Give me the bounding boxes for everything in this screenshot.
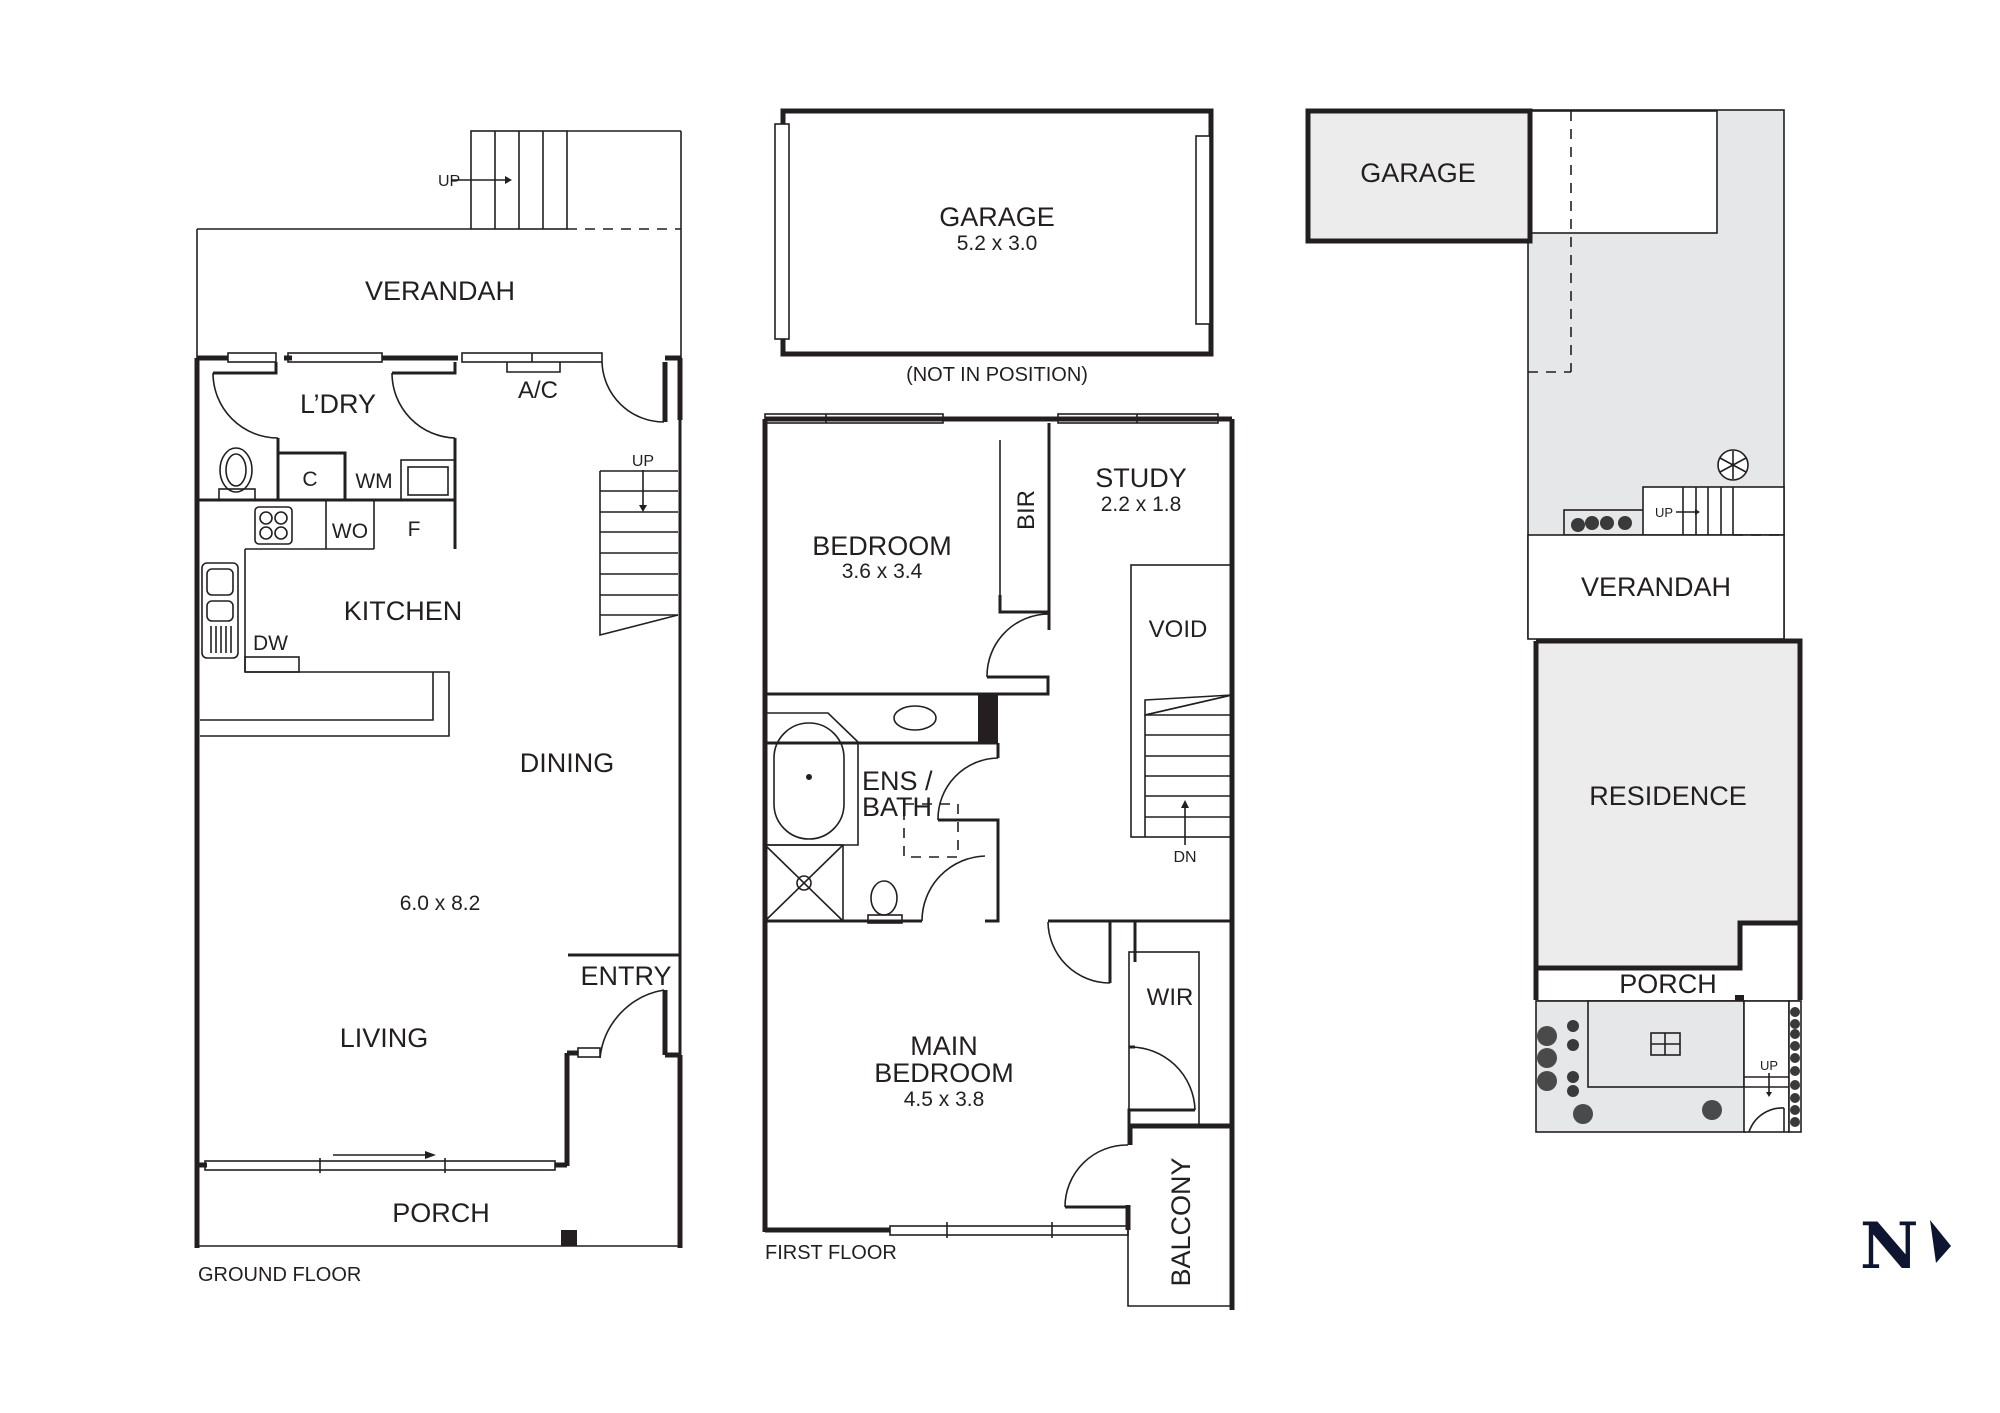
main-bedroom: WIR MAIN BEDROOM 4.5 x 3.8 bbox=[874, 919, 1232, 1209]
ground-floor-caption: GROUND FLOOR bbox=[198, 1264, 361, 1286]
laundry-tub-icon bbox=[400, 459, 456, 501]
cupboard-label: C bbox=[302, 468, 317, 491]
post-icon bbox=[561, 1230, 577, 1246]
main-bedroom-label-line1: MAIN bbox=[910, 1031, 978, 1061]
dining-label: DINING bbox=[520, 748, 615, 778]
ground-porch-label: PORCH bbox=[392, 1198, 490, 1228]
bir-label: BIR bbox=[1013, 490, 1040, 530]
wall-oven-label: WO bbox=[332, 520, 368, 543]
north-arrow: N bbox=[1860, 1209, 1951, 1284]
ground-floor-dims: 6.0 x 8.2 bbox=[400, 892, 481, 915]
residence-label: RESIDENCE bbox=[1589, 781, 1747, 811]
laundry-area: L’DRY C WM bbox=[197, 362, 457, 545]
ensuite-label-line1: ENS / bbox=[862, 766, 933, 796]
ensuite: ENS / BATH bbox=[764, 692, 1000, 924]
sink-icon bbox=[201, 562, 239, 659]
dishwasher-label: DW bbox=[253, 632, 288, 655]
north-arrow-icon bbox=[1930, 1220, 1951, 1263]
rear-stairs: UP bbox=[438, 130, 682, 358]
site-garage-label: GARAGE bbox=[1360, 158, 1476, 188]
bath-icon bbox=[773, 722, 845, 840]
verandah-outline: VERANDAH bbox=[196, 228, 681, 358]
kitchen-area: WO F DW KITCHEN A/C bbox=[200, 361, 668, 737]
internal-stairs-up-label: UP bbox=[632, 453, 654, 470]
first-floor-plan: BIR BEDROOM 3.6 x 3.4 STUDY 2.2 x 1.8 VO… bbox=[762, 413, 1235, 1310]
main-bedroom-label-line2: BEDROOM bbox=[874, 1058, 1014, 1088]
toilet-icon bbox=[219, 447, 253, 493]
entry-door bbox=[577, 989, 665, 1059]
study-label: STUDY bbox=[1095, 463, 1187, 493]
void-label: VOID bbox=[1149, 616, 1208, 643]
air-con-label: A/C bbox=[518, 377, 558, 404]
toilet-icon bbox=[870, 880, 898, 916]
garage-note: (NOT IN POSITION) bbox=[906, 364, 1088, 386]
void-stairwell: VOID DN bbox=[1130, 564, 1233, 866]
first-floor-caption: FIRST FLOOR bbox=[765, 1242, 897, 1264]
balcony: BALCONY bbox=[1127, 1157, 1232, 1307]
stairs-down-label: DN bbox=[1173, 849, 1196, 866]
cabinet-icon bbox=[978, 695, 998, 743]
internal-stairs: UP bbox=[599, 453, 679, 637]
fridge-label: F bbox=[408, 518, 421, 541]
garage-dims: 5.2 x 3.0 bbox=[957, 232, 1038, 255]
site-plan: GARAGE UP VERANDAH RESIDENCE PORCH bbox=[1305, 108, 1951, 1284]
site-rear-up-label: UP bbox=[1655, 505, 1673, 520]
site-front-up-label: UP bbox=[1760, 1058, 1778, 1073]
bedroom-dims: 3.6 x 3.4 bbox=[842, 560, 923, 583]
north-label: N bbox=[1860, 1209, 1919, 1284]
hedge-shrubs bbox=[1790, 1007, 1800, 1127]
laundry-label: L’DRY bbox=[300, 389, 376, 419]
rear-stairs-up-label: UP bbox=[438, 173, 460, 190]
bir-closet: BIR bbox=[998, 423, 1051, 614]
site-verandah-label: VERANDAH bbox=[1581, 572, 1731, 602]
cooktop-icon bbox=[254, 506, 293, 545]
study-dims: 2.2 x 1.8 bbox=[1101, 493, 1182, 516]
entry-label: ENTRY bbox=[580, 961, 671, 991]
kitchen-label: KITCHEN bbox=[344, 596, 463, 626]
ground-floor-walls bbox=[194, 355, 683, 1248]
garden-shrubs bbox=[1537, 1020, 1722, 1124]
garage-door-right bbox=[1195, 135, 1211, 325]
main-bedroom-dims: 4.5 x 3.8 bbox=[904, 1088, 985, 1111]
wir-label: WIR bbox=[1147, 984, 1194, 1011]
verandah-label: VERANDAH bbox=[365, 276, 515, 306]
living-label: LIVING bbox=[340, 1023, 429, 1053]
ground-floor-plan: UP VERANDAH bbox=[194, 130, 683, 1286]
balcony-label: BALCONY bbox=[1166, 1157, 1196, 1286]
garage-label: GARAGE bbox=[939, 202, 1055, 232]
basin-icon bbox=[893, 705, 937, 731]
bedroom-label: BEDROOM bbox=[812, 531, 952, 561]
washing-machine-label: WM bbox=[355, 470, 392, 493]
rear-windows bbox=[227, 352, 603, 363]
front-sliding-door bbox=[204, 1151, 556, 1173]
garage-door-left bbox=[774, 123, 790, 340]
garage-plan: GARAGE 5.2 x 3.0 (NOT IN POSITION) bbox=[774, 108, 1214, 386]
ensuite-label-line2: BATH bbox=[862, 792, 932, 822]
site-porch-label: PORCH bbox=[1619, 969, 1717, 999]
